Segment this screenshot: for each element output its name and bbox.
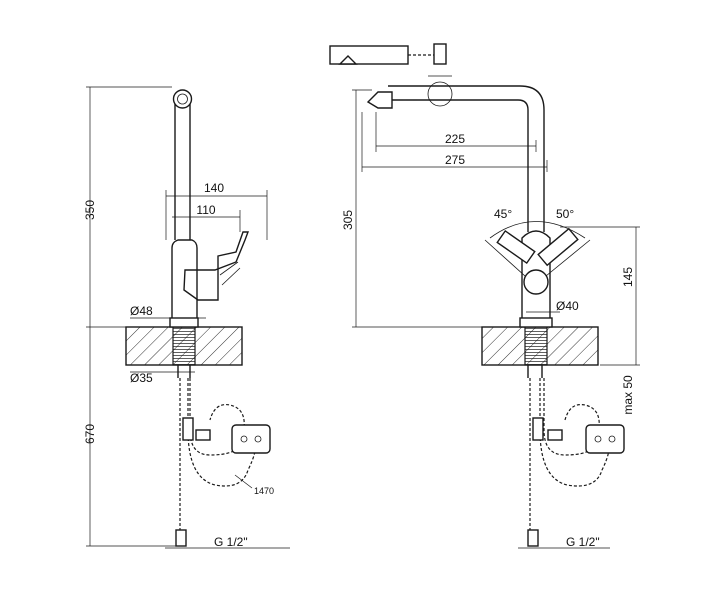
label-max-50: max 50 <box>621 375 635 415</box>
left-faucet-body <box>171 239 198 318</box>
right-spray-head-detail <box>329 45 409 65</box>
right-spout <box>388 85 545 232</box>
left-mixing-box <box>231 424 271 454</box>
label-reach-225: 225 <box>445 132 465 146</box>
label-reach-275: 275 <box>445 153 465 167</box>
label-reach-110: 110 <box>196 203 215 217</box>
right-faucet-body <box>521 230 551 318</box>
left-spout <box>174 98 191 240</box>
right-view <box>329 43 640 549</box>
label-diameter-48: Ø48 <box>130 304 153 318</box>
label-lever-145: 145 <box>621 267 635 287</box>
label-thread-right: G 1/2" <box>566 535 600 549</box>
label-hose-1470: 1470 <box>254 486 274 496</box>
left-view <box>86 86 290 549</box>
label-reach-140: 140 <box>204 181 224 195</box>
label-thread-left: G 1/2" <box>214 535 248 549</box>
right-spray-head <box>366 91 393 109</box>
right-mixing-box <box>585 424 625 454</box>
label-angle-50: 50° <box>556 207 574 221</box>
label-diameter-40: Ø40 <box>556 299 579 313</box>
left-lever <box>183 231 250 301</box>
label-diameter-35: Ø35 <box>130 371 153 385</box>
label-height-350: 350 <box>83 200 97 220</box>
label-height-305: 305 <box>341 210 355 230</box>
label-hose-670: 670 <box>83 424 97 444</box>
label-angle-45: 45° <box>494 207 512 221</box>
